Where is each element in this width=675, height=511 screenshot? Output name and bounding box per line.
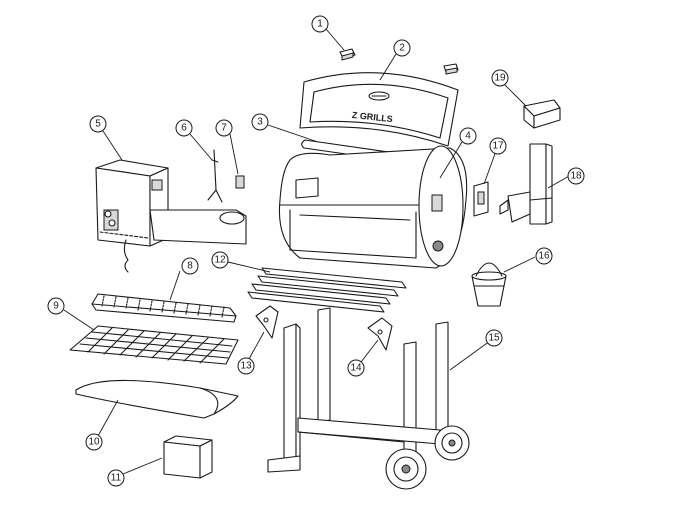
callout-3-label: 3: [257, 117, 263, 128]
callout-11: 11: [107, 469, 125, 487]
callout-4: 4: [459, 127, 477, 145]
leader-lines: [63, 28, 572, 475]
callout-4-label: 4: [465, 131, 471, 142]
callout-10: 10: [85, 433, 103, 451]
callout-10-label: 10: [88, 437, 100, 448]
part-probe: [207, 149, 223, 203]
part-small-plate: [235, 175, 245, 189]
callout-14-label: 14: [350, 363, 362, 374]
callout-8-label: 8: [187, 261, 193, 272]
part-side-bracket: [499, 143, 553, 225]
part-bucket: [471, 262, 507, 307]
part-warming-rack: [91, 293, 237, 323]
part-mount-plate: [473, 181, 489, 217]
part-bracket-right: [367, 317, 393, 351]
part-grease-box: [163, 435, 213, 479]
callout-2: 2: [393, 39, 411, 57]
callout-16-label: 16: [538, 251, 550, 262]
callout-8: 8: [181, 257, 199, 275]
callout-2-label: 2: [399, 43, 405, 54]
callout-6: 6: [175, 119, 193, 137]
callout-7-label: 7: [221, 123, 227, 134]
part-cart-frame: [267, 307, 470, 490]
lid-brand-label: Z GRILLS: [351, 110, 393, 124]
callout-17: 17: [489, 137, 507, 155]
callout-16: 16: [535, 247, 553, 265]
part-cooking-grate: [69, 325, 239, 365]
part-hook: [523, 99, 561, 129]
callout-13: 13: [237, 357, 255, 375]
part-hopper: [95, 159, 247, 273]
callout-9-label: 9: [53, 301, 59, 312]
part-lid: Z GRILLS: [299, 72, 459, 147]
callout-6-label: 6: [181, 123, 187, 134]
callout-17-label: 17: [492, 141, 504, 152]
callout-18: 18: [567, 167, 585, 185]
callout-11-label: 11: [111, 473, 122, 484]
part-barrel: [278, 145, 468, 269]
callout-15: 15: [485, 329, 503, 347]
callout-3: 3: [251, 113, 269, 131]
callout-5: 5: [89, 115, 107, 133]
callout-12: 12: [211, 251, 229, 269]
callout-5-label: 5: [95, 119, 101, 130]
callout-18-label: 18: [570, 171, 582, 182]
part-hinge-clip: [339, 48, 459, 75]
callout-19: 19: [491, 69, 509, 87]
callout-12-label: 12: [214, 255, 226, 266]
callout-13-label: 13: [240, 361, 252, 372]
callout-7: 7: [215, 119, 233, 137]
callout-1-label: 1: [317, 19, 323, 30]
part-bracket-left: [255, 305, 279, 339]
callout-19-label: 19: [494, 73, 506, 84]
callout-14: 14: [347, 359, 365, 377]
part-drip-tray: [75, 379, 239, 419]
callout-9: 9: [47, 297, 65, 315]
callout-15-label: 15: [488, 333, 500, 344]
part-heat-slats: [247, 267, 407, 313]
callout-1: 1: [311, 15, 329, 33]
